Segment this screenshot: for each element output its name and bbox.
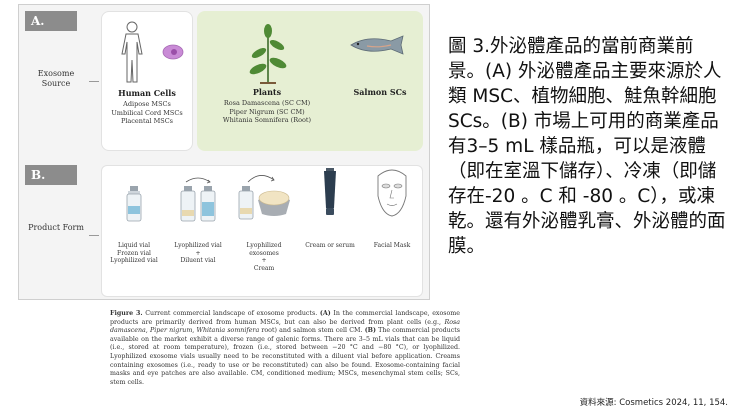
stem-cell-icon <box>162 44 184 60</box>
human-body-icon <box>121 21 143 83</box>
product-line: Diluent vial <box>180 257 216 264</box>
caption-italic: Rosa damascena, Piper nigrum, Whitania s… <box>110 318 460 335</box>
row-a-label: A. <box>25 11 77 31</box>
human-cells-list: Adipose MSCs Umbilical Cord MSCs Placent… <box>102 100 192 126</box>
row-a-side-title: Exosome Source <box>37 69 75 88</box>
two-vials-icon <box>180 177 216 222</box>
product-forms-panel: Liquid vial Frozen vial Lyophilized vial <box>101 165 423 297</box>
product-line: Liquid vial <box>117 242 151 249</box>
row-a: A. Exosome Source Human Cells Adipose MS… <box>19 5 429 161</box>
product-line: Frozen vial <box>117 249 151 257</box>
plants-item: Rosa Damascena (SC CM) <box>223 99 311 107</box>
plants-item: Whitania Somnifera (Root) <box>222 116 312 124</box>
caption-text: root) and salmon stem cell CM. <box>259 327 365 335</box>
figure-panel: A. Exosome Source Human Cells Adipose MS… <box>18 4 430 300</box>
salmon-title: Salmon SCs <box>353 87 407 97</box>
caption-text: In the commercial landscape, exosome pro… <box>110 310 460 326</box>
product-facial-mask-text: Facial Mask <box>360 242 424 250</box>
salmon-icon <box>350 35 404 55</box>
vial-and-bowl-icon <box>238 175 290 220</box>
product-line: + <box>261 257 267 264</box>
source-citation: 資料來源: Cosmetics 2024, 11, 154. <box>579 398 728 408</box>
product-liquid-vial-text: Liquid vial Frozen vial Lyophilized vial <box>102 242 166 265</box>
vial-icon <box>126 186 142 222</box>
product-line: exosomes <box>249 249 279 257</box>
row-b: B. Product Form Liquid vial Frozen vial … <box>19 163 429 301</box>
plants-title: Plants <box>252 87 282 97</box>
plant-icon <box>249 24 287 84</box>
row-b-label: B. <box>25 165 77 185</box>
product-line: Cream <box>253 264 275 272</box>
product-liquid-vial: Liquid vial Frozen vial Lyophilized vial <box>102 166 166 264</box>
caption-text: Current commercial landscape of exosome … <box>142 310 320 317</box>
human-cells-title: Human Cells <box>118 88 176 98</box>
product-line: + <box>195 249 201 257</box>
cream-tube-icon <box>324 168 336 215</box>
product-cream-serum-text: Cream or serum <box>298 242 362 250</box>
product-line: Lyophilized <box>246 242 282 249</box>
plants-list: Rosa Damascena (SC CM) Piper Nigrum (SC … <box>197 99 337 125</box>
product-line: Lyophilized vial <box>174 242 222 249</box>
human-cells-item: Umbilical Cord MSCs <box>111 108 183 117</box>
product-lyophilized-diluent: Lyophilized vial + Diluent vial <box>166 166 230 264</box>
human-cells-item: Placental MSCs <box>120 117 174 125</box>
product-line: Cream or serum <box>305 242 355 249</box>
caption-text: The commercial products available on the… <box>110 327 460 386</box>
product-line: Facial Mask <box>373 242 411 249</box>
facial-mask-icon <box>377 169 407 217</box>
caption-label: Figure 3. <box>110 310 143 317</box>
product-line: Lyophilized vial <box>110 257 158 264</box>
plants-salmon-panel: Plants Rosa Damascena (SC CM) Piper Nigr… <box>197 11 423 151</box>
product-lyophilized-cream: Lyophilized exosomes + Cream <box>232 166 296 272</box>
plants-item: Piper Nigrum (SC CM) <box>229 107 305 116</box>
caption-b-marker: (B) <box>364 327 376 335</box>
human-cells-item: Adipose MSCs <box>123 100 171 108</box>
product-facial-mask: Facial Mask <box>360 166 424 249</box>
caption-a-marker: (A) <box>319 310 331 317</box>
chinese-description: 圖 3.外泌體產品的當前商業前景。(A) 外泌體產品主要來源於人類 MSC、植物… <box>448 36 726 257</box>
row-b-connector <box>89 235 99 236</box>
product-lyophilized-diluent-text: Lyophilized vial + Diluent vial <box>166 242 230 265</box>
row-b-side-title: Product Form <box>28 223 84 232</box>
product-lyophilized-cream-text: Lyophilized exosomes + Cream <box>232 242 296 272</box>
human-cells-panel: Human Cells Adipose MSCs Umbilical Cord … <box>101 11 193 151</box>
row-a-connector <box>89 81 99 82</box>
product-cream-serum: Cream or serum <box>298 166 362 249</box>
figure-caption: Figure 3. Current commercial landscape o… <box>110 310 460 387</box>
